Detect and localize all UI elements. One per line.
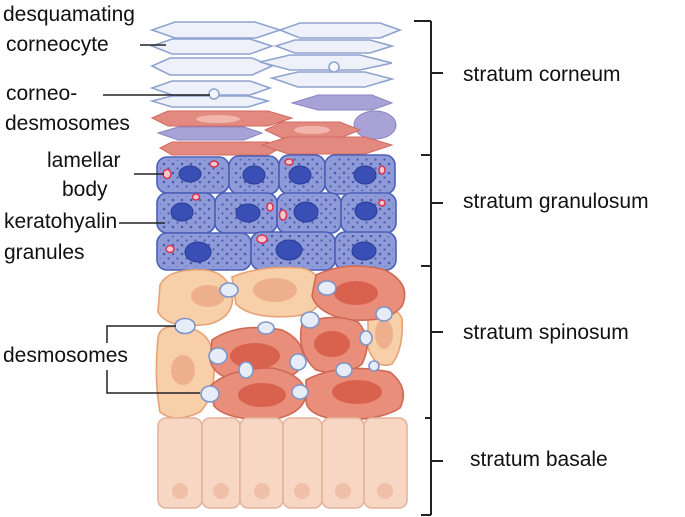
nucleus [170,202,194,222]
flattened-cell [260,136,394,155]
lipid-lamella [290,94,394,111]
label-desquamating: desquamating [3,3,135,26]
lamellar-body [165,244,175,254]
desmosome [359,330,373,346]
flattened-cell [158,141,282,156]
leader-desmosomes [106,370,200,394]
stratum-granulosum-cells [156,154,397,271]
nucleus [314,331,350,357]
nucleus [334,281,378,305]
layer-bracket [414,20,443,516]
nucleus [351,241,377,261]
lipid-droplet [353,110,397,140]
lamellar-body [256,234,268,244]
label-desmosomes: desmosomes [3,344,128,367]
nucleus [332,380,382,404]
leader-lines [103,44,210,394]
nucleus [275,239,303,261]
label-keratohyalin: keratohyalin [4,210,118,233]
nucleus [288,165,312,185]
lamellar-body [284,158,294,166]
corneocyte [277,22,403,39]
desmosome [257,321,275,335]
label-stratum-granulosum: stratum granulosum [463,190,649,213]
desmosome [174,317,196,335]
nucleus [213,483,229,499]
nucleus [238,383,286,407]
nucleus [354,201,378,221]
corneocyte [259,54,393,71]
nucleus [178,165,202,183]
corneocyte [273,39,395,54]
nucleus [242,165,266,185]
stratum-spinosum-cells [155,265,406,421]
corneocyte [149,21,283,39]
label-body: body [62,178,108,201]
nucleus [235,203,261,223]
nucleus [293,201,319,223]
nucleus [184,241,212,263]
lamellar-body [209,160,219,168]
desmosome [317,280,337,296]
desmosome [238,361,254,379]
lamellar-body [378,165,386,175]
lamellar-body [266,202,274,212]
corneocyte [149,38,275,55]
nucleus [254,483,270,499]
label-corneo: corneo- [6,82,78,105]
desmosome [200,385,220,403]
label-corneocyte: corneocyte [6,33,109,56]
desmosome [375,306,393,322]
desmosome [300,311,320,329]
desmosome [219,282,239,298]
corneocyte [269,71,395,88]
nucleus [377,483,393,499]
desmosome [368,360,380,372]
lipid-lamella [156,126,264,141]
nucleus [172,483,188,499]
label-desmosomes-corneo: desmosomes [5,112,130,135]
corneocyte [150,57,275,76]
desmosome [208,347,228,365]
label-stratum-spinosum: stratum spinosum [463,321,629,344]
nucleus [230,343,280,369]
stratum-basale-cells [157,417,408,509]
basal-cell [363,417,408,509]
corneodesmosome [328,61,340,73]
label-stratum-corneum: stratum corneum [463,63,621,86]
lamellar-body [162,168,172,180]
desmosome [291,384,309,400]
lamellar-body [191,193,201,201]
corneocyte [148,95,272,108]
desmosome [289,353,307,371]
nucleus [335,483,351,499]
leader-desmosomes [106,325,176,343]
stratum-corneum-cells [148,21,403,156]
lamellar-body [378,199,386,207]
nucleus [353,165,377,185]
nucleus [294,483,310,499]
desmosome [335,362,353,378]
label-granules: granules [4,241,85,264]
label-stratum-basale: stratum basale [470,448,608,471]
corneodesmosome [208,88,220,100]
label-lamellar: lamellar [47,149,121,172]
lamellar-body [278,209,288,221]
